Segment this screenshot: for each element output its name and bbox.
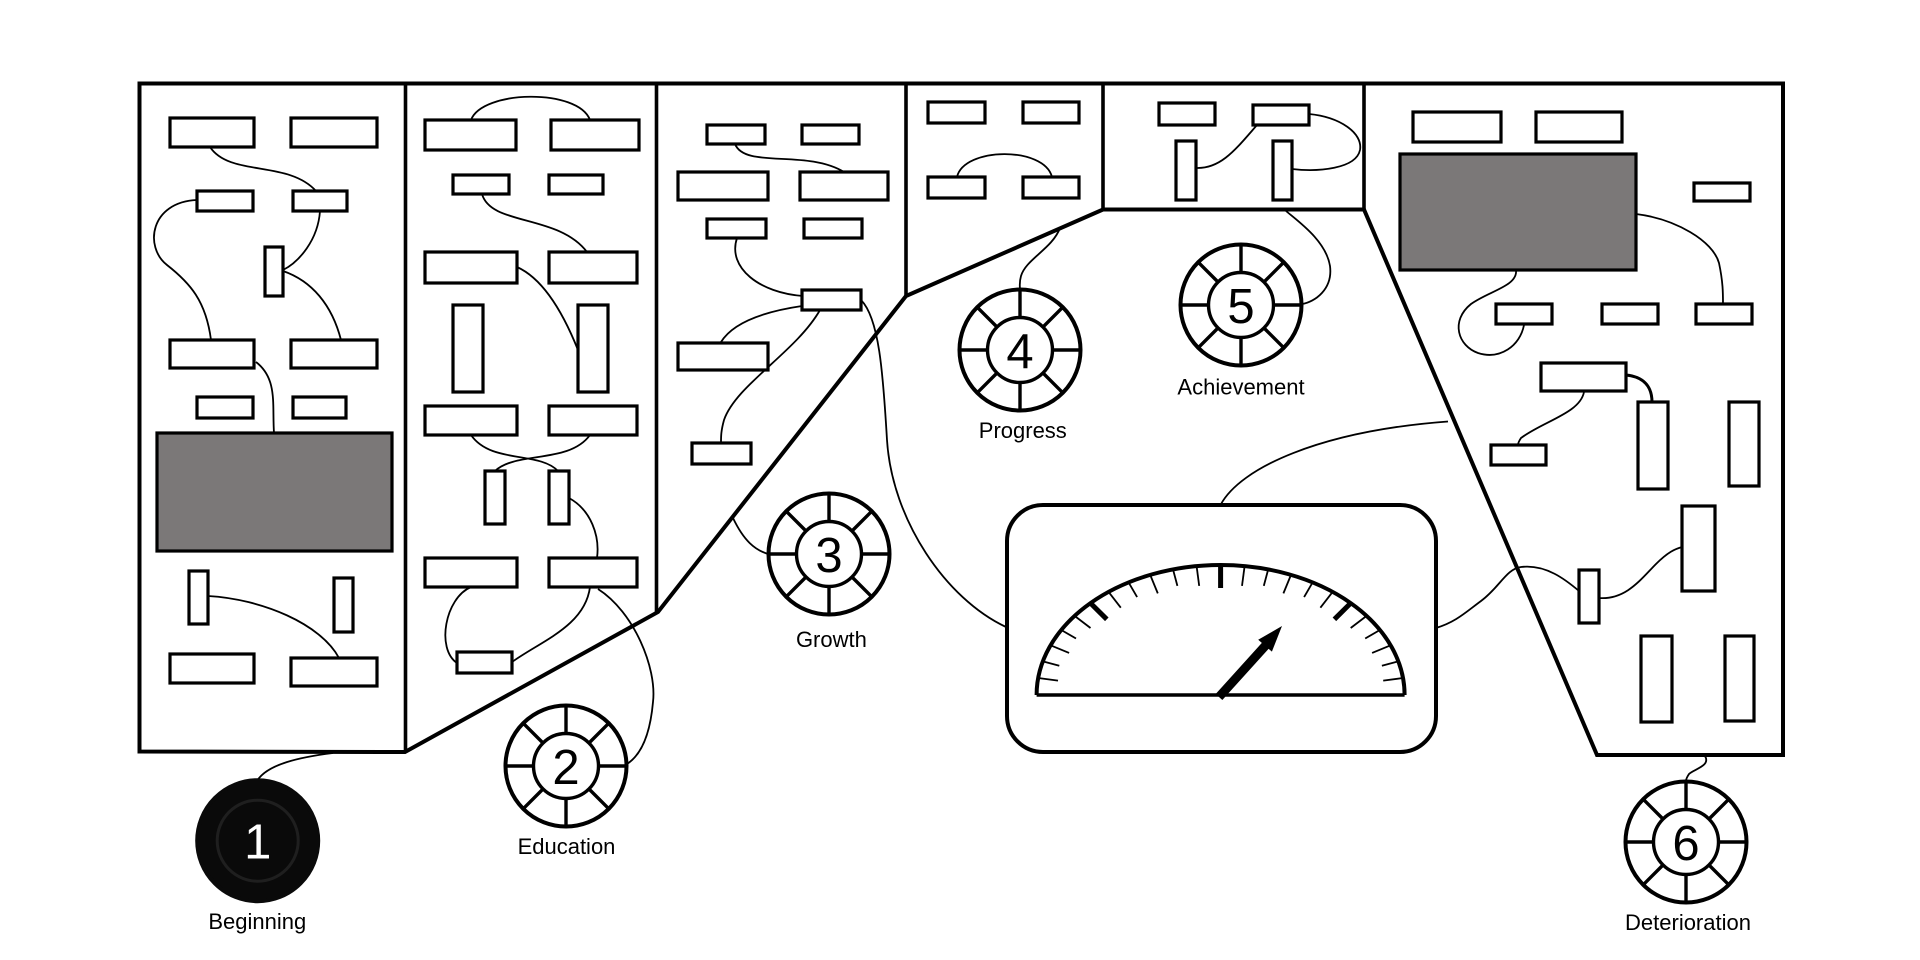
svg-text:1: 1 <box>244 816 271 870</box>
svg-text:5: 5 <box>1227 280 1254 334</box>
svg-text:2: 2 <box>552 741 579 795</box>
svg-text:4: 4 <box>1006 325 1033 379</box>
svg-text:3: 3 <box>815 529 842 583</box>
svg-text:Progress: Progress <box>979 418 1067 443</box>
svg-text:6: 6 <box>1672 817 1699 871</box>
svg-text:Beginning: Beginning <box>208 909 306 934</box>
svg-text:Deterioration: Deterioration <box>1625 910 1751 935</box>
svg-text:Growth: Growth <box>796 627 867 652</box>
svg-text:Achievement: Achievement <box>1177 375 1304 400</box>
svg-text:Education: Education <box>518 834 616 859</box>
